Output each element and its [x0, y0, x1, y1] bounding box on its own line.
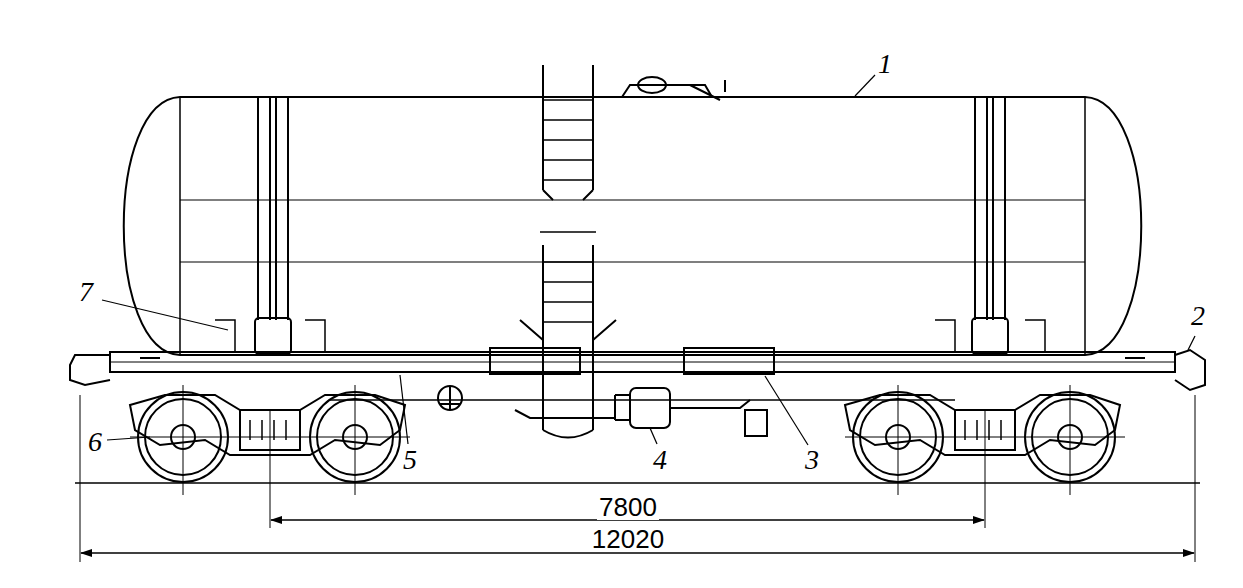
callout-number: 4 — [651, 446, 669, 474]
callout-number: 7 — [77, 278, 95, 306]
dimension-label: 12020 — [590, 526, 666, 552]
callout-number: 3 — [803, 446, 821, 474]
callout-number: 1 — [876, 50, 894, 78]
callout-number: 2 — [1189, 302, 1207, 330]
callout-number: 6 — [86, 428, 104, 456]
dimension-label: 7800 — [597, 494, 659, 520]
callout-number: 5 — [401, 446, 419, 474]
